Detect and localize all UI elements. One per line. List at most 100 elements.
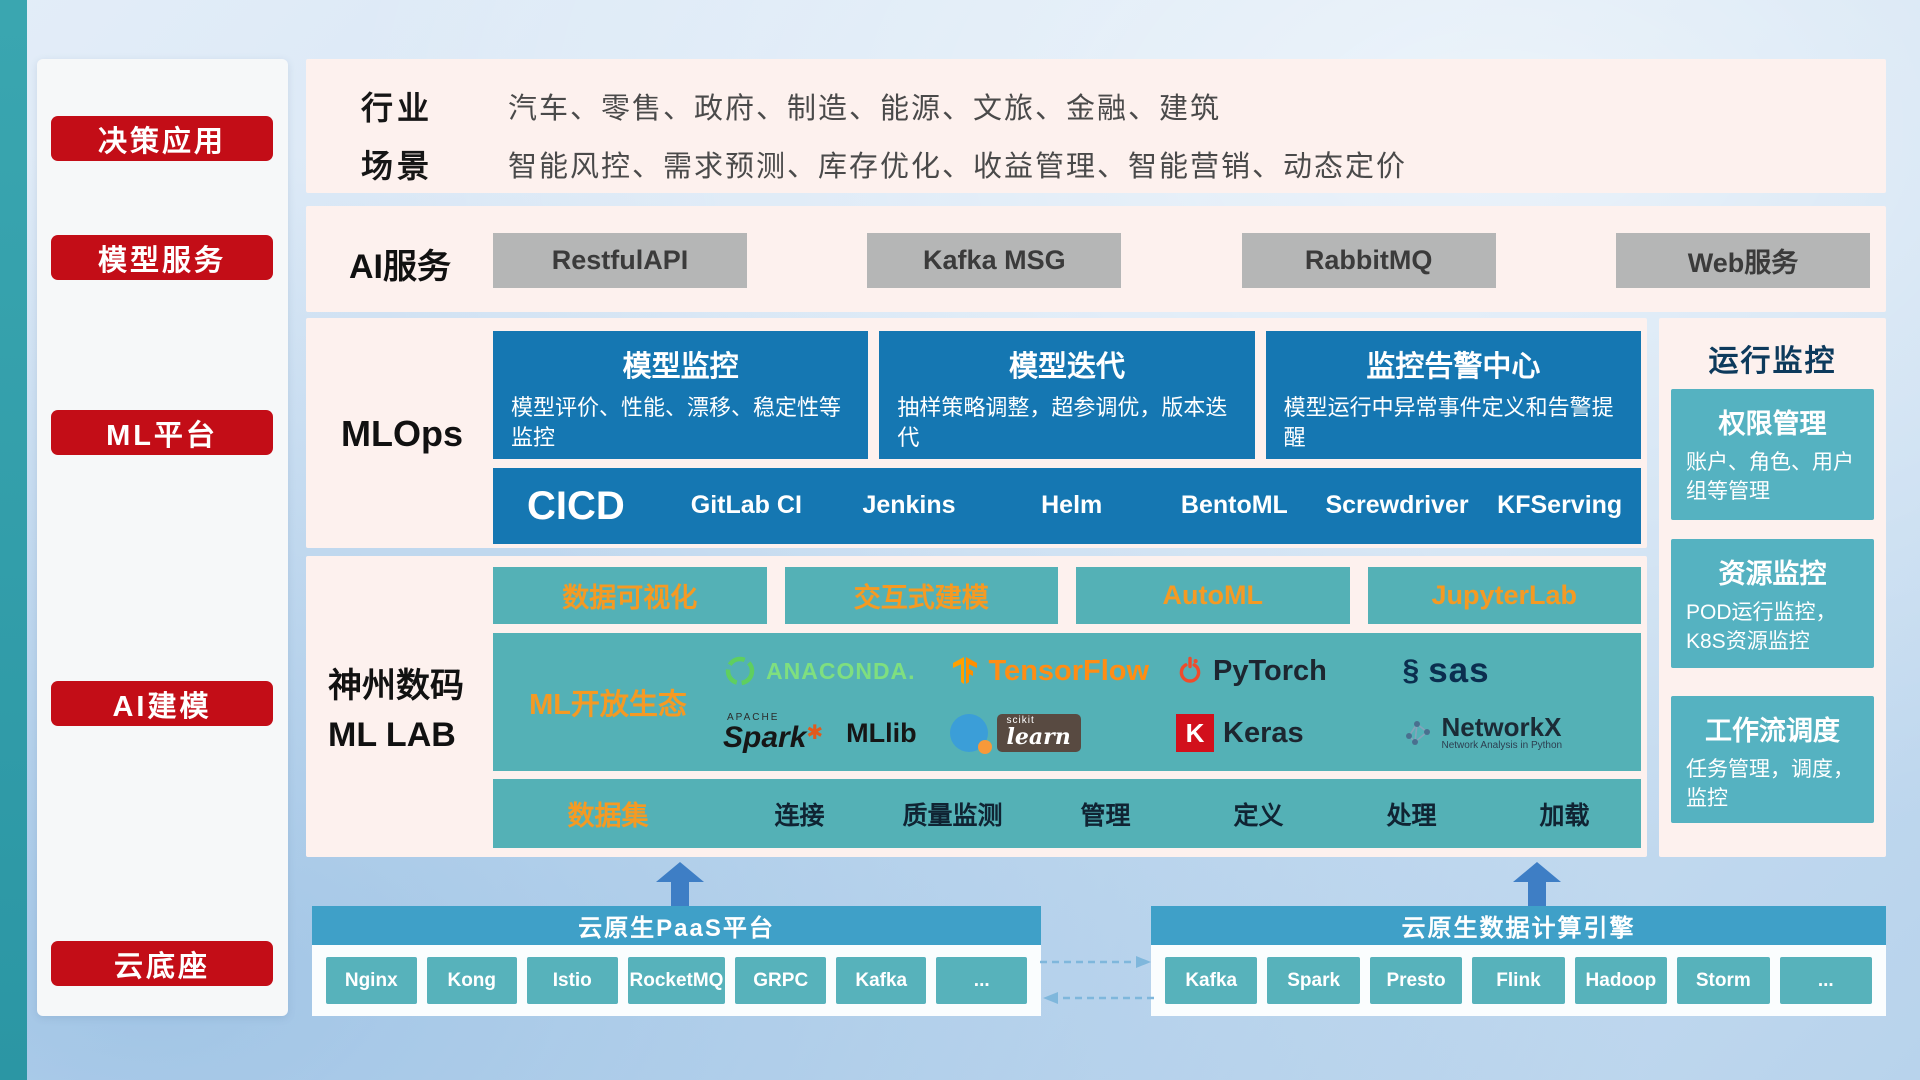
industry-panel: 行业 汽车、零售、政府、制造、能源、文旅、金融、建筑 场景 智能风控、需求预测、… (306, 59, 1886, 193)
hadoop-box: Hadoop (1574, 957, 1668, 1004)
spark-star-icon: ✱ (806, 722, 824, 744)
dataset-quality: 质量监测 (902, 801, 1003, 830)
card-title: 权限管理 (1718, 409, 1827, 439)
scikit-learn-logo: scikit learn (949, 714, 1177, 754)
interactive-modeling-box: 交互式建模 (784, 567, 1058, 624)
paas-platform-header: 云原生PaaS平台 (312, 906, 1041, 945)
helm-item: Helm (1041, 491, 1103, 520)
card-desc: 模型评价、性能、漂移、稳定性等监控 (511, 395, 842, 450)
scikit-learn-icon (949, 714, 992, 754)
data-engine-buttons: Kafka Spark Presto Flink Hadoop Storm ..… (1151, 945, 1886, 1016)
permission-mgmt-card: 权限管理 账户、角色、用户组等管理 (1671, 389, 1874, 520)
dataset-manage: 管理 (1080, 801, 1131, 830)
ml-lab-label: 神州数码 ML LAB (328, 662, 493, 761)
ml-lab-label-line1: 神州数码 (328, 667, 464, 705)
networkx-icon (1405, 720, 1430, 745)
sidebar-item-ml-platform: ML平台 (51, 410, 273, 455)
workflow-scheduler-card: 工作流调度 任务管理，调度，监控 (1671, 696, 1874, 823)
ml-lab-panel: 神州数码 ML LAB 数据可视化 交互式建模 AutoML JupyterLa… (306, 556, 1647, 857)
kong-box: Kong (426, 957, 517, 1004)
tensorflow-logo: TensorFlow (950, 655, 1177, 688)
ml-lab-tool-row: 数据可视化 交互式建模 AutoML JupyterLab (493, 567, 1641, 624)
anaconda-logo: ANACONDA. (723, 654, 950, 688)
card-desc: 任务管理，调度，监控 (1686, 758, 1854, 811)
model-monitoring-card: 模型监控 模型评价、性能、漂移、稳定性等监控 (493, 331, 869, 459)
dataset-connect: 连接 (774, 801, 825, 830)
dataset-define: 定义 (1233, 801, 1284, 830)
dataset-process: 处理 (1386, 801, 1437, 830)
web-service-box: Web服务 (1615, 233, 1870, 288)
ai-service-label: AI服务 (349, 248, 451, 286)
card-title: 资源监控 (1718, 559, 1827, 589)
apache-label: APACHE (727, 712, 780, 723)
ai-service-panel: AI服务 RestfulAPI Kafka MSG RabbitMQ Web服务 (306, 206, 1886, 312)
nginx-box: Nginx (326, 957, 417, 1004)
tensorflow-wordmark: TensorFlow (988, 654, 1150, 687)
jenkins-item: Jenkins (862, 491, 956, 520)
paas-platform-buttons: Nginx Kong Istio RocketMQ GRPC Kafka ... (312, 945, 1041, 1016)
storm-box: Storm (1677, 957, 1770, 1004)
alert-center-card: 监控告警中心 模型运行中异常事件定义和告警提醒 (1265, 331, 1641, 459)
networkx-logo: NetworkX Network Analysis in Python (1403, 712, 1630, 752)
sidebar-item-decision-apps: 决策应用 (51, 116, 273, 161)
mllib-wordmark: MLlib (846, 717, 917, 748)
keras-icon: K (1176, 714, 1214, 752)
kafka-box: Kafka (835, 957, 927, 1004)
networkx-wordmark: NetworkX (1441, 712, 1562, 743)
card-title: 模型迭代 (1008, 351, 1125, 383)
rocketmq-box: RocketMQ (627, 957, 726, 1004)
rabbitmq-box: RabbitMQ (1241, 233, 1496, 288)
cicd-tools: GitLab CI Jenkins Helm BentoML Screwdriv… (665, 492, 1641, 520)
scene-label: 场景 (361, 148, 434, 184)
up-arrow-right-icon (1513, 862, 1561, 906)
networkx-subtitle: Network Analysis in Python (1441, 740, 1563, 752)
sidebar-item-model-service: 模型服务 (51, 235, 273, 280)
grpc-box: GRPC (735, 957, 826, 1004)
left-accent-strip (0, 0, 27, 1080)
ml-lab-label-line2: ML LAB (328, 716, 456, 755)
sidebar-item-cloud-base: 云底座 (51, 941, 273, 986)
mlops-cards: 模型监控 模型评价、性能、漂移、稳定性等监控 模型迭代 抽样策略调整，超参调优，… (493, 331, 1641, 459)
card-title: 监控告警中心 (1366, 351, 1541, 383)
data-engine-header: 云原生数据计算引擎 (1151, 906, 1886, 945)
flink-box: Flink (1472, 957, 1565, 1004)
cicd-label: CICD (527, 483, 625, 528)
kfserving-item: KFServing (1497, 491, 1623, 520)
data-viz-box: 数据可视化 (493, 567, 767, 624)
dataset-label: 数据集 (567, 801, 649, 831)
scene-list: 智能风控、需求预测、库存优化、收益管理、智能营销、动态定价 (508, 151, 1408, 183)
scikit-label: scikit (1006, 715, 1035, 726)
card-desc: 模型运行中异常事件定义和告警提醒 (1283, 395, 1614, 450)
jupyterlab-box: JupyterLab (1367, 567, 1641, 624)
industry-label: 行业 (361, 90, 434, 126)
card-desc: 抽样策略调整，超参调优，版本迭代 (897, 395, 1228, 450)
automl-box: AutoML (1076, 567, 1350, 624)
gitlab-ci-item: GitLab CI (690, 491, 802, 520)
resource-monitor-card: 资源监控 POD运行监控，K8S资源监控 (1671, 539, 1874, 668)
industry-row: 行业 汽车、零售、政府、制造、能源、文旅、金融、建筑 (361, 83, 1221, 129)
ml-ecosystem-logos: ANACONDA. TensorFlow PyTorch (723, 633, 1641, 771)
card-title: 工作流调度 (1705, 716, 1840, 746)
card-desc: 账户、角色、用户组等管理 (1686, 451, 1854, 504)
more-engine-box: ... (1779, 957, 1872, 1004)
ai-service-buttons: RestfulAPI Kafka MSG RabbitMQ Web服务 (493, 233, 1870, 288)
spark-engine-box: Spark (1267, 957, 1360, 1004)
presto-box: Presto (1369, 957, 1463, 1004)
model-iteration-card: 模型迭代 抽样策略调整，超参调优，版本迭代 (879, 331, 1255, 459)
dataset-load: 加载 (1539, 801, 1590, 830)
sas-icon: § (1402, 654, 1420, 687)
card-title: 模型监控 (622, 351, 739, 383)
card-desc: POD运行监控，K8S资源监控 (1686, 601, 1837, 654)
keras-wordmark: Keras (1223, 716, 1304, 749)
anaconda-wordmark: ANACONDA. (766, 657, 916, 684)
scene-row: 场景 智能风控、需求预测、库存优化、收益管理、智能营销、动态定价 (361, 141, 1407, 187)
runtime-monitor-title: 运行监控 (1708, 345, 1837, 378)
bentoml-item: BentoML (1180, 491, 1288, 520)
cicd-bar: CICD GitLab CI Jenkins Helm BentoML Scre… (493, 468, 1641, 544)
spark-mllib-logo: APACHE Spark✱ MLlib (723, 713, 950, 753)
keras-logo: K Keras (1176, 714, 1403, 752)
sidebar: 决策应用 模型服务 ML平台 AI建模 云底座 (37, 59, 288, 1016)
sidebar-item-ai-modeling: AI建模 (51, 681, 273, 726)
anaconda-icon (725, 656, 755, 686)
learn-wordmark: learn (1006, 724, 1071, 750)
